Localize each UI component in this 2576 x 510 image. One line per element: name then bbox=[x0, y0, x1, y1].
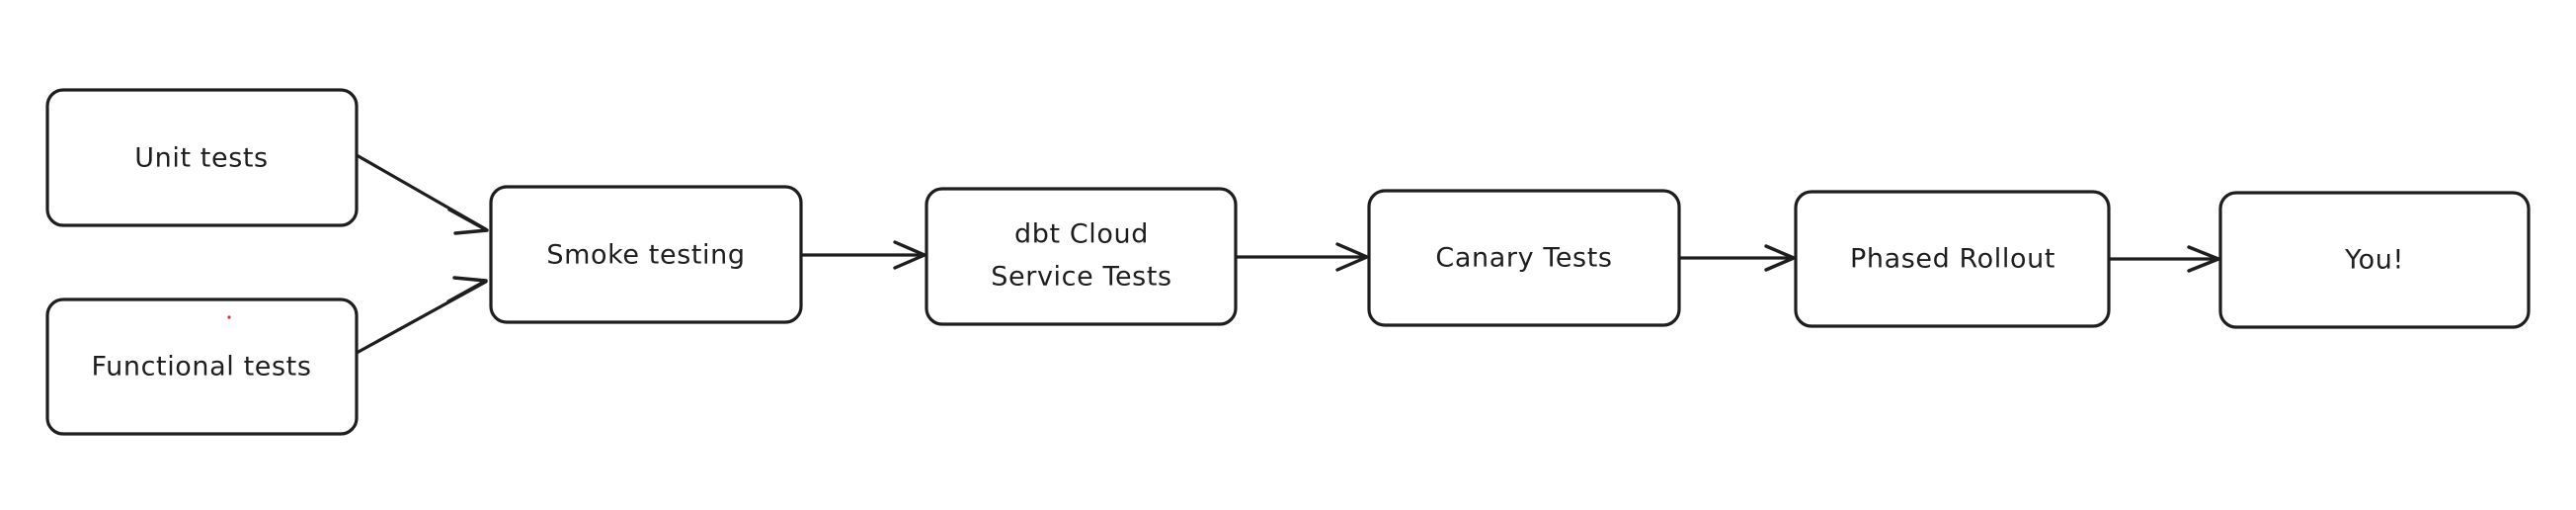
arrow-head-icon bbox=[446, 276, 488, 303]
edge-phased-rollout-to-you bbox=[2108, 245, 2220, 273]
node-phased-rollout-box[interactable] bbox=[1794, 190, 2111, 328]
ink-speck bbox=[227, 315, 231, 319]
node-smoke-testing-box[interactable] bbox=[489, 185, 803, 324]
node-functional-tests[interactable]: Functional tests bbox=[45, 298, 359, 436]
node-smoke-testing-label: Smoke testing bbox=[546, 240, 745, 271]
node-dbt-cloud-service-tests-label-line2: Service Tests bbox=[991, 262, 1171, 293]
edge-smoke-testing-to-dbt-cloud-service-tests bbox=[799, 240, 926, 270]
node-functional-tests-label: Functional tests bbox=[92, 352, 312, 382]
node-canary-tests[interactable]: Canary Tests bbox=[1367, 189, 1681, 327]
edge-canary-tests-to-phased-rollout bbox=[1678, 244, 1796, 272]
edge-unit-tests-to-smoke-testing bbox=[355, 153, 489, 235]
node-you-box[interactable] bbox=[2218, 191, 2531, 329]
node-smoke-testing[interactable]: Smoke testing bbox=[489, 185, 803, 324]
node-canary-tests-label: Canary Tests bbox=[1435, 243, 1612, 274]
node-unit-tests[interactable]: Unit tests bbox=[45, 88, 359, 227]
node-phased-rollout-label: Phased Rollout bbox=[1850, 244, 2055, 275]
node-unit-tests-box[interactable] bbox=[45, 88, 359, 227]
node-canary-tests-box[interactable] bbox=[1367, 189, 1681, 327]
arrow-head-icon bbox=[1764, 244, 1796, 272]
node-unit-tests-label: Unit tests bbox=[134, 143, 268, 174]
arrow-head-icon bbox=[447, 208, 489, 235]
edge-functional-tests-to-smoke-testing bbox=[355, 276, 488, 355]
node-dbt-cloud-service-tests-label-line1: dbt Cloud bbox=[1014, 219, 1149, 250]
arrow-head-icon bbox=[2187, 245, 2220, 273]
node-phased-rollout[interactable]: Phased Rollout bbox=[1794, 190, 2111, 328]
node-you[interactable]: You! bbox=[2218, 191, 2531, 329]
node-dbt-cloud-service-tests[interactable]: dbt Cloud Service Tests bbox=[925, 187, 1238, 326]
arrow-head-icon bbox=[1335, 242, 1369, 272]
node-you-label: You! bbox=[2344, 245, 2404, 276]
arrow-head-icon bbox=[893, 240, 926, 270]
node-functional-tests-box[interactable] bbox=[45, 298, 359, 436]
edge-dbt-cloud-service-tests-to-canary-tests bbox=[1234, 242, 1369, 272]
node-dbt-cloud-service-tests-box[interactable] bbox=[925, 187, 1238, 326]
